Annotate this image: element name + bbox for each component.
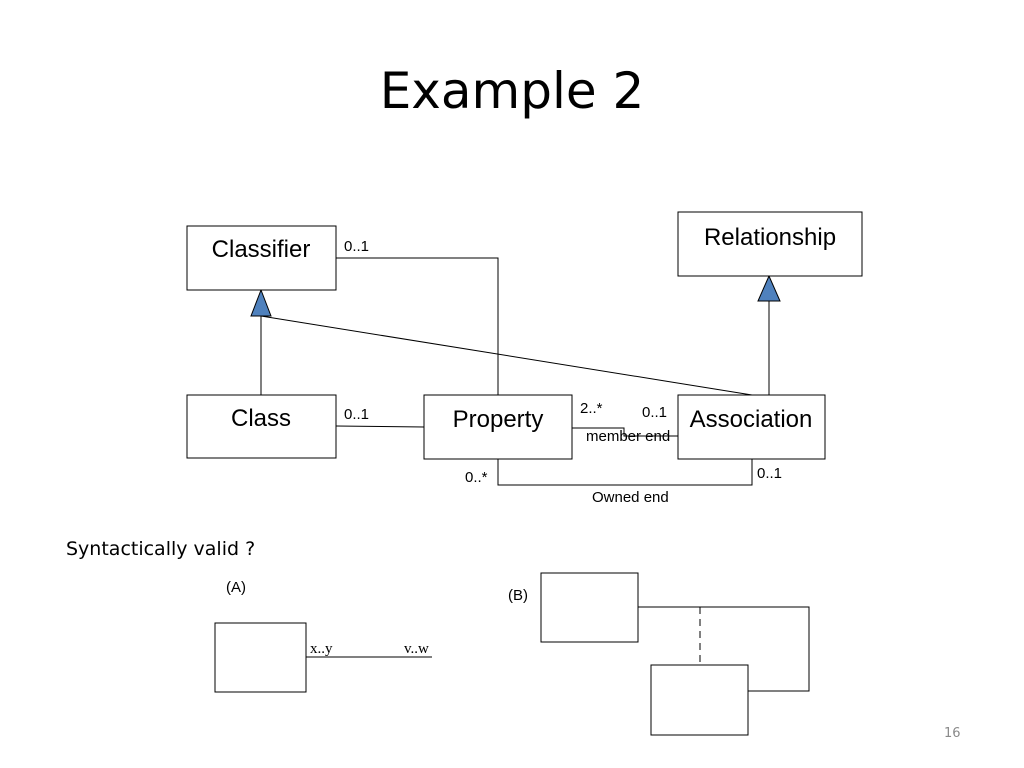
class-property-multiplicity: 0..1 xyxy=(344,406,369,423)
option-a-right-multiplicity: v..w xyxy=(404,641,429,657)
association-member-end-multiplicity: 0..1 xyxy=(642,404,667,421)
classifier-label: Classifier xyxy=(212,236,311,263)
owned-end-link xyxy=(497,459,753,486)
slide-title: Example 2 xyxy=(379,62,645,120)
property-owned-end-multiplicity: 0..* xyxy=(465,469,488,486)
classifier-generalization-arrow-icon xyxy=(250,288,272,317)
member-end-link xyxy=(572,427,678,437)
relationship-generalization-arrow-icon xyxy=(757,274,781,302)
classifier-property-link xyxy=(336,257,499,395)
question-text: Syntactically valid ? xyxy=(66,538,256,560)
property-label: Property xyxy=(453,406,544,433)
relationship-label: Relationship xyxy=(704,224,836,251)
classifier-box xyxy=(186,225,337,291)
option-b-top-class-box xyxy=(540,572,639,643)
owned-end-role-label: Owned end xyxy=(592,489,669,506)
association-box xyxy=(677,394,826,460)
classifier-property-multiplicity: 0..1 xyxy=(344,238,369,255)
property-member-end-multiplicity: 2..* xyxy=(580,400,603,417)
option-a-left-multiplicity: x..y xyxy=(310,641,333,657)
slide-number: 16 xyxy=(944,726,961,741)
member-end-role-label: member end xyxy=(586,428,670,445)
class-box xyxy=(186,394,337,459)
option-a-label: (A) xyxy=(226,579,246,596)
option-b-label: (B) xyxy=(508,587,528,604)
class-property-link xyxy=(335,425,425,428)
option-a-class-box xyxy=(214,622,307,693)
property-box xyxy=(423,394,573,460)
option-b-bottom-class-box xyxy=(650,664,749,736)
relationship-box xyxy=(677,211,863,277)
association-owned-end-multiplicity: 0..1 xyxy=(757,465,782,482)
association-classifier-generalization-line xyxy=(260,315,753,396)
class-label: Class xyxy=(231,405,291,432)
option-b-association-line xyxy=(638,606,810,692)
association-label: Association xyxy=(690,406,813,433)
